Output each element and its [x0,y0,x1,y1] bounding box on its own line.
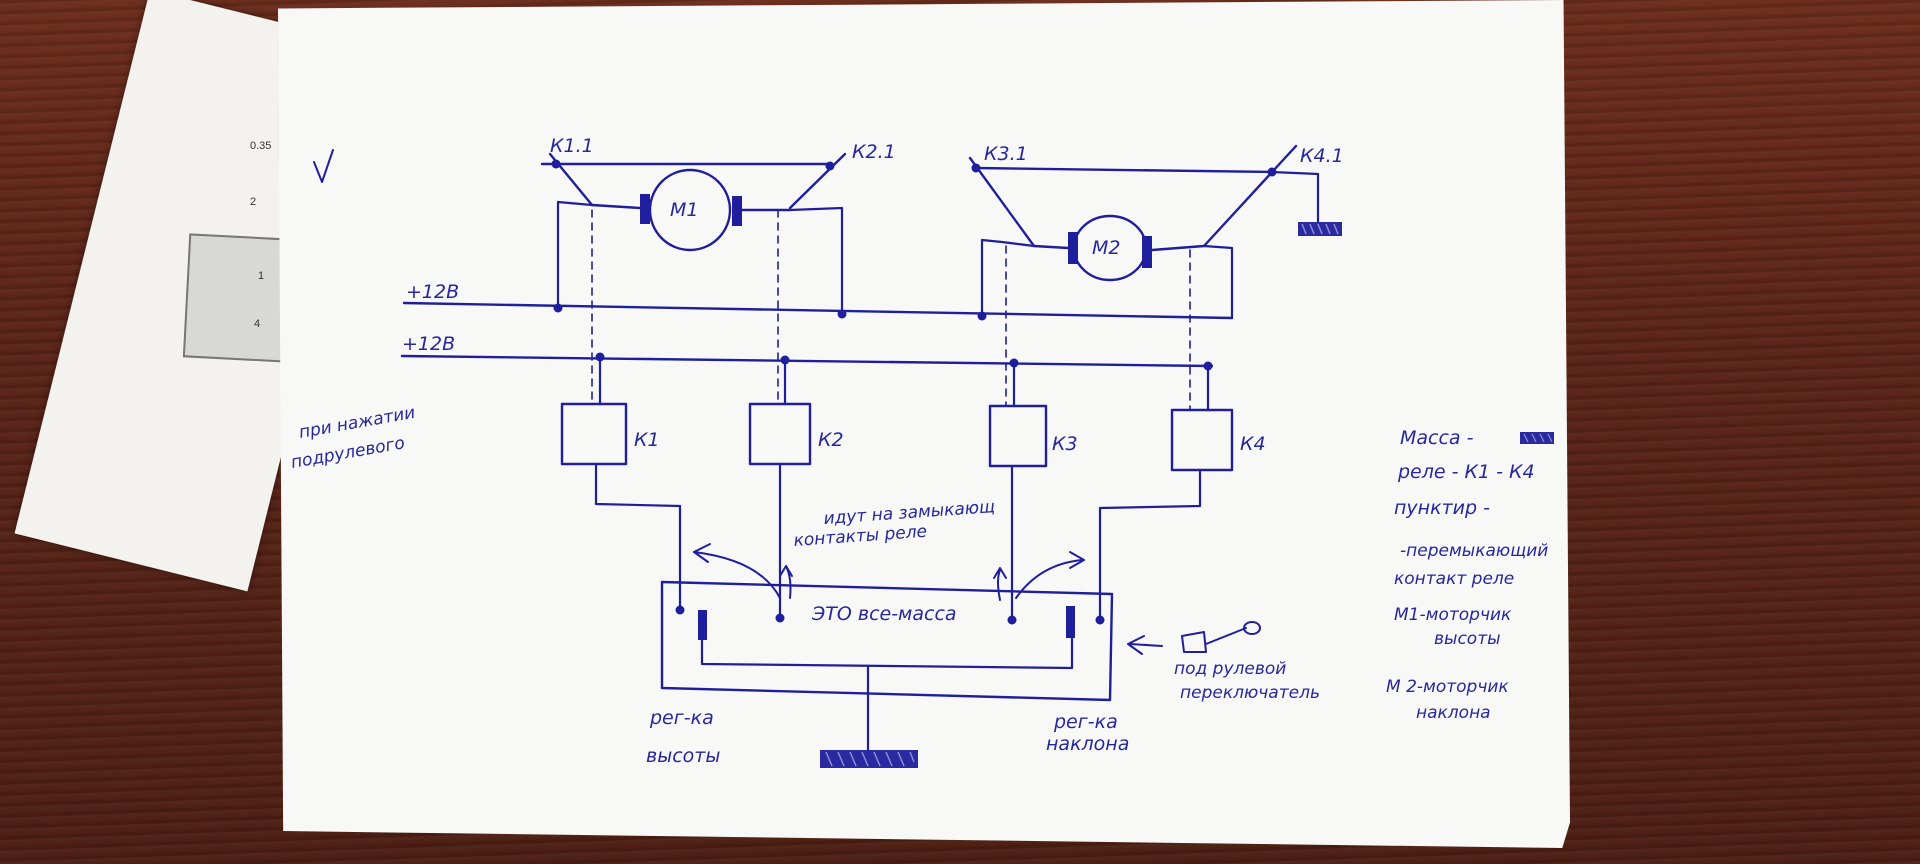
relay-k2 [748,402,812,466]
note-reg-height-line-1: рег-ка [649,707,714,729]
legend-m1-desc: высоты [1434,629,1501,649]
legend-relays: реле - К1 - К4 [1397,461,1535,483]
back-sheet-text-1: 0.35 [250,140,272,152]
legend-dashed: пунктир - [1394,497,1490,519]
label-relay-k3: К3 [1052,433,1078,455]
label-supply-1: +12В [406,281,459,303]
note-reg-tilt-line-1: рег-ка [1053,711,1118,733]
label-motor-m2: М2 [1092,237,1120,259]
arrow-to-k2-output [779,565,793,599]
note-reg-height-line-2: высоты [646,745,720,767]
contact-k2-1-switch [788,152,847,210]
label-k2-1: К2.1 [852,141,896,163]
relay-k3 [988,404,1048,468]
relay-output-wires [594,462,1202,622]
back-sheet-text-4: 1 [258,270,265,282]
contact-k3-1-switch [968,156,1036,248]
legend-m2-desc: наклона [1416,703,1491,723]
label-motor-m1: М1 [670,199,698,221]
steering-switch-box [660,580,1114,758]
label-supply-2: +12В [402,333,455,355]
check-mark [313,149,334,183]
arrow-to-k4-output [1015,551,1085,599]
legend-dashed-desc-2: контакт реле [1394,569,1514,589]
label-k3-1: К3.1 [984,143,1028,165]
label-relay-k1: К1 [634,429,660,451]
label-k1-1: К1.1 [550,135,594,157]
contact-k1-1-switch [548,152,594,207]
label-relay-k4: К4 [1240,433,1266,455]
motor-supply-wiring [556,200,1234,320]
motor-m1 [590,168,792,252]
arrow-to-k3-output [993,567,1007,601]
back-sheet-text-5: 4 [254,318,261,330]
relay-k4 [1170,408,1234,472]
ground-symbol-bottom [820,750,918,768]
legend-ground: Масса - [1400,427,1474,449]
dashed-relay-linkages [591,209,1191,411]
note-center-ground: ЭТО все-масса [811,603,957,625]
note-switch-line-1: под рулевой [1174,659,1286,679]
motor-m2 [1032,214,1206,282]
label-k4-1: К4.1 [1300,145,1344,167]
legend-dashed-desc-1: -перемыкающий [1400,541,1548,561]
ground-symbol-top [1270,170,1342,236]
drawing-paper-sheet [278,0,1570,848]
note-reg-tilt-line-2: наклона [1046,733,1129,755]
switch-lever-icon [1181,621,1261,653]
note-switch-line-2: переключатель [1180,683,1320,703]
legend-m2: М 2-моторчик [1386,677,1509,697]
note-top-middle-line-2: контакты реле [793,522,928,551]
label-relay-k2: К2 [818,429,844,451]
relay-k1 [560,402,628,466]
supply-line-1 [402,301,1234,321]
contact-k4-1-switch [1202,144,1298,248]
supply-line-2 [400,352,1214,371]
relay-feed-wires [598,355,1210,412]
legend-m1: М1-моторчик [1394,605,1512,625]
back-sheet-text-2: 2 [250,196,257,208]
legend-ground-swatch [1520,432,1554,444]
contact-bus-right [974,166,1274,174]
arrow-from-switch-note [1127,635,1163,655]
arrow-to-k1-output [693,543,781,599]
